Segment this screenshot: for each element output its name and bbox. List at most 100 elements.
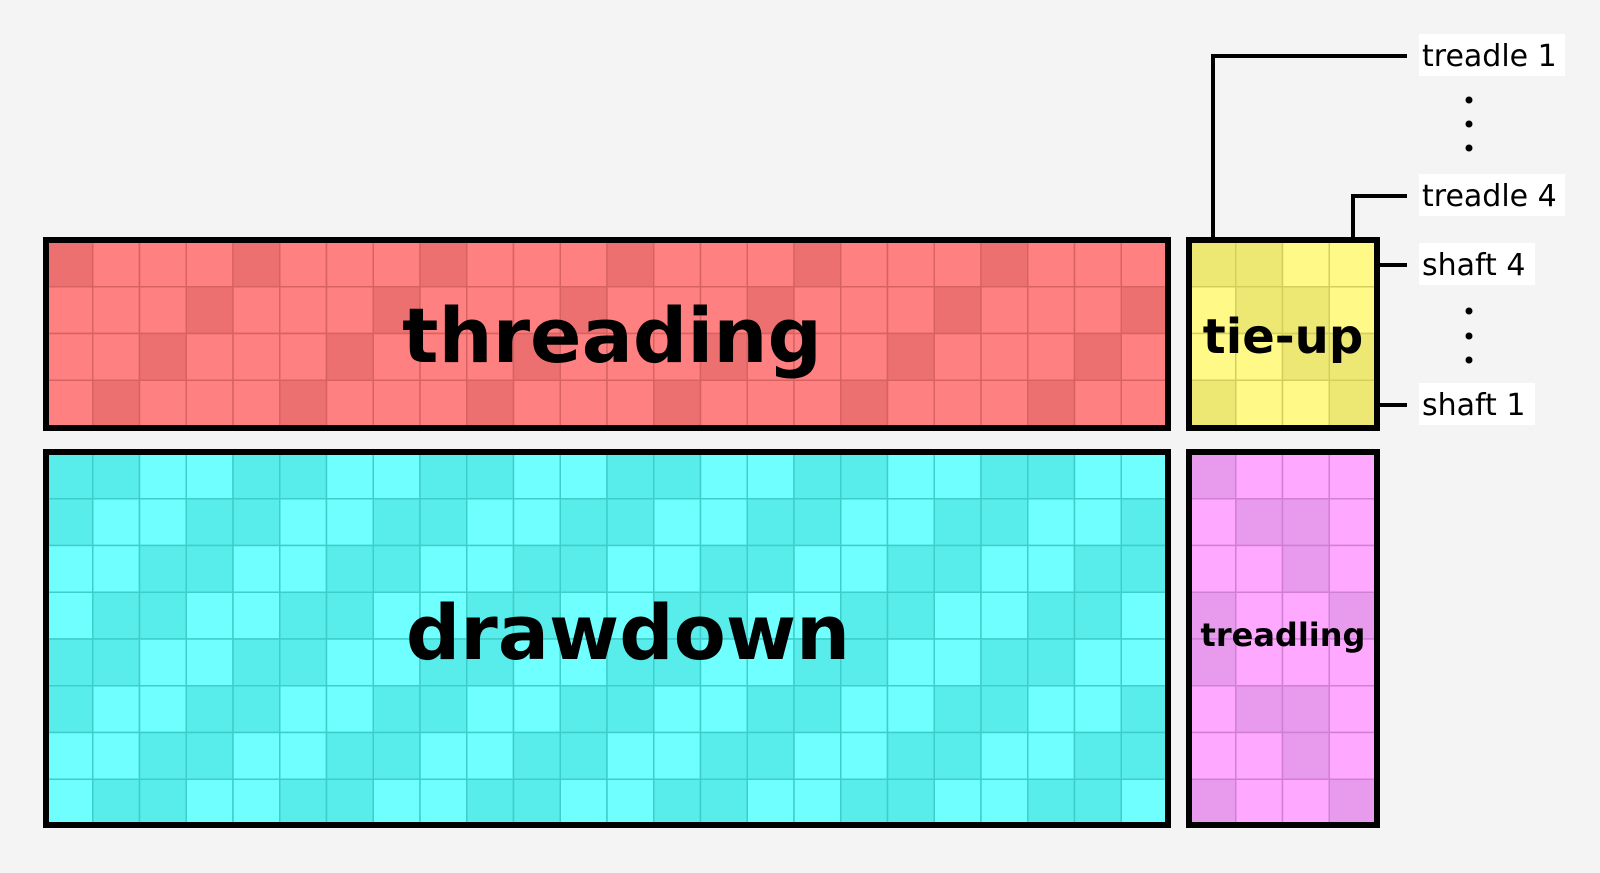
treadling-cell <box>1188 731 1237 780</box>
drawdown-cell <box>185 778 234 827</box>
drawdown-cell <box>840 638 889 687</box>
treadle-4-label: treadle 4 <box>1422 179 1557 214</box>
threading-cell <box>185 379 234 428</box>
drawdown-cell <box>466 591 515 640</box>
treadling-cell <box>1281 451 1330 500</box>
threading-cell <box>279 332 328 381</box>
drawdown-cell <box>138 638 187 687</box>
drawdown-cell <box>699 638 748 687</box>
drawdown-cell <box>325 591 374 640</box>
threading-cell <box>372 239 421 288</box>
drawdown-cell <box>92 778 141 827</box>
drawdown-cell <box>933 778 982 827</box>
drawdown-cell <box>466 544 515 593</box>
drawdown-cell <box>232 638 281 687</box>
threading-cell <box>606 379 655 428</box>
threading-cell <box>279 379 328 428</box>
threading-cell <box>138 286 187 335</box>
drawdown-cell <box>793 498 842 547</box>
threading-cell <box>138 332 187 381</box>
drawdown-cell <box>1027 731 1076 780</box>
drawdown-cell <box>372 778 421 827</box>
drawdown-cell <box>980 498 1029 547</box>
treadling-cell <box>1281 638 1330 687</box>
treadling-cell <box>1235 451 1284 500</box>
drawdown-cell <box>1073 731 1122 780</box>
drawdown-cell <box>1073 591 1122 640</box>
drawdown-cell <box>933 731 982 780</box>
drawdown-cell <box>699 685 748 734</box>
drawdown-cell <box>138 778 187 827</box>
threading-cell <box>466 239 515 288</box>
drawdown-cell <box>1073 685 1122 734</box>
drawdown-cell <box>512 498 561 547</box>
drawdown-cell <box>45 498 94 547</box>
treadle-1-leader <box>1211 54 1407 240</box>
treadling-cell <box>1328 685 1377 734</box>
drawdown-cell <box>325 451 374 500</box>
drawdown-cell <box>746 778 795 827</box>
drawdown-cell <box>92 685 141 734</box>
drawdown-cell <box>980 731 1029 780</box>
threading-cell <box>653 239 702 288</box>
drawdown-cell <box>466 498 515 547</box>
threading-cell <box>559 239 608 288</box>
threading-cell <box>1027 332 1076 381</box>
threading-cell <box>45 379 94 428</box>
drawdown-cell <box>886 498 935 547</box>
drawdown-cell <box>840 685 889 734</box>
tie-up-cell <box>1281 239 1330 288</box>
treadling-cell <box>1188 778 1237 827</box>
threading-cell <box>325 379 374 428</box>
treadling-grid <box>1188 451 1377 827</box>
threading-cell <box>325 286 374 335</box>
threading-cell <box>699 379 748 428</box>
treadling-cell <box>1328 544 1377 593</box>
threading-cell <box>372 379 421 428</box>
threading-cell <box>232 286 281 335</box>
tie-up-cell <box>1328 286 1377 335</box>
treadling-cell <box>1235 544 1284 593</box>
treadling-cell <box>1281 498 1330 547</box>
treadling-cell <box>1281 544 1330 593</box>
drawdown-cell <box>653 685 702 734</box>
tie-up-cell <box>1328 379 1377 428</box>
threading-cell <box>1027 379 1076 428</box>
drawdown-cell <box>980 544 1029 593</box>
treadling-cell <box>1328 498 1377 547</box>
drawdown-cell <box>232 591 281 640</box>
threading-cell <box>419 239 468 288</box>
treadling-cell <box>1235 778 1284 827</box>
threading-cell <box>1073 332 1122 381</box>
drawdown-cell <box>185 498 234 547</box>
drawdown-cell <box>279 544 328 593</box>
drawdown-cell <box>559 778 608 827</box>
threading-cell <box>606 332 655 381</box>
threading-border <box>43 237 1171 431</box>
tie-up-grid <box>1188 239 1377 428</box>
drawdown-cell <box>606 591 655 640</box>
threading-cell <box>840 286 889 335</box>
drawdown-cell <box>45 638 94 687</box>
threading-title: threading <box>402 291 822 380</box>
drawdown-cell <box>606 731 655 780</box>
drawdown-cell <box>886 731 935 780</box>
drawdown-cell <box>1027 544 1076 593</box>
drawdown-cell <box>746 685 795 734</box>
drawdown-cell <box>138 451 187 500</box>
threading-cell <box>1120 286 1169 335</box>
threading-cell <box>279 239 328 288</box>
drawdown-border <box>43 449 1171 828</box>
drawdown-cell <box>1027 591 1076 640</box>
threading-cell <box>466 379 515 428</box>
drawdown-cell <box>279 778 328 827</box>
drawdown-cell <box>1027 451 1076 500</box>
treadling-cell <box>1235 731 1284 780</box>
drawdown-cell <box>886 591 935 640</box>
drawdown-cell <box>138 591 187 640</box>
treadling-cell <box>1235 638 1284 687</box>
drawdown-cell <box>840 731 889 780</box>
threading-grid <box>45 239 1169 428</box>
drawdown-cell <box>653 498 702 547</box>
threading-cell <box>279 286 328 335</box>
